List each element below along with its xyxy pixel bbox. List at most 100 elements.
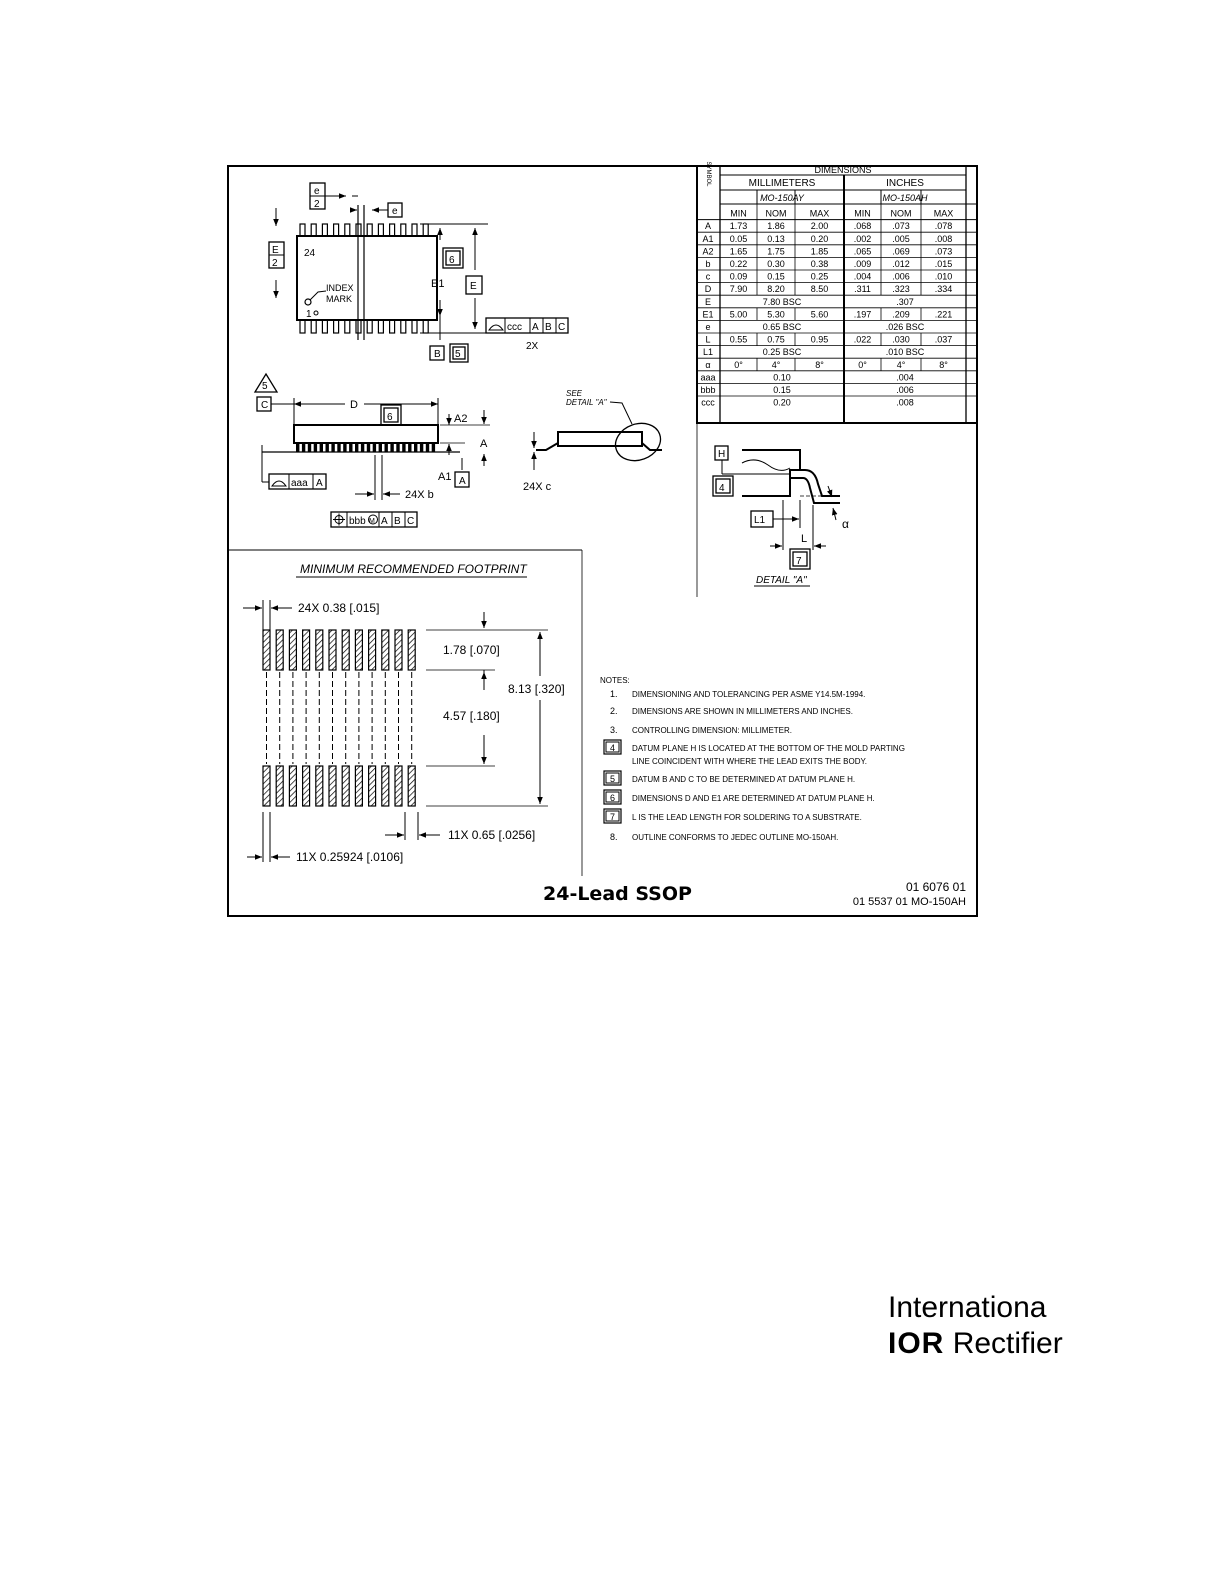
- tol-bbb-M: M: [369, 518, 375, 525]
- table-symbol: E1: [702, 309, 713, 319]
- table-cell-mm: 1.75: [767, 246, 785, 256]
- note-text: L IS THE LEAD LENGTH FOR SOLDERING TO A …: [632, 813, 862, 822]
- table-cell-mm: 4°: [772, 360, 781, 370]
- tol-ccc-A: A: [532, 322, 539, 333]
- table-subheader: MAX: [934, 209, 954, 219]
- table-cell-mm: 0.38: [811, 259, 829, 269]
- table-cell-mm: 0.75: [767, 335, 785, 345]
- table-cell-in: .221: [935, 309, 953, 319]
- A1-label: A1: [438, 471, 451, 483]
- e-box-label: e: [392, 206, 398, 217]
- table-cell-in-span: .307: [896, 297, 914, 307]
- table-cell-mm: 0°: [734, 360, 743, 370]
- table-cell-mm: 2.00: [811, 221, 829, 231]
- see-detail-label: SEE: [566, 389, 583, 398]
- table-subheader: NOM: [891, 209, 912, 219]
- logo-line2: IOR Rectifier: [888, 1326, 1068, 1362]
- table-symbol: bbb: [700, 385, 715, 395]
- index-mark-label-2: MARK: [326, 294, 352, 304]
- footprint-heading: MINIMUM RECOMMENDED FOOTPRINT: [300, 562, 528, 576]
- side-lead: [331, 443, 335, 452]
- table-cell-mm: 0.13: [767, 234, 785, 244]
- table-symbol: α: [705, 360, 710, 370]
- side-lead: [372, 443, 377, 452]
- table-cell-mm: 8°: [815, 360, 824, 370]
- E-box-label: E: [470, 281, 477, 292]
- footprint-pad-bottom: [381, 765, 390, 807]
- table-cell-in: .073: [935, 246, 953, 256]
- footprint-pad-top: [275, 629, 284, 671]
- top-lead: [377, 223, 384, 237]
- note-number: 3.: [610, 725, 618, 735]
- table-cell-in-span: .008: [896, 398, 914, 408]
- total-length-label: 8.13 [.320]: [508, 682, 565, 696]
- side-lead: [313, 443, 318, 452]
- tol-bbb-A: A: [381, 516, 388, 527]
- table-cell-mm: 7.90: [730, 284, 748, 294]
- table-cell-mm-span: 7.80 BSC: [763, 297, 802, 307]
- footprint-pad-bottom: [394, 765, 403, 807]
- A-label: A: [480, 438, 488, 450]
- bottom-lead: [377, 319, 384, 334]
- footprint-pad-top: [315, 629, 324, 671]
- alpha-label: α: [842, 517, 849, 531]
- table-symbol: e: [705, 322, 710, 332]
- E1-label: E1: [431, 278, 444, 290]
- table-cell-in: .334: [935, 284, 953, 294]
- bottom-lead: [411, 319, 418, 334]
- note-text: CONTROLLING DIMENSION: MILLIMETER.: [632, 726, 792, 735]
- table-symbol: E: [705, 297, 711, 307]
- in-standard: MO-150AH: [882, 193, 928, 203]
- detail-a: H 4 L1 L α 7 DETAIL "A": [712, 445, 849, 587]
- footprint-pad-top: [288, 629, 297, 671]
- tol-bbb-B: B: [394, 516, 401, 527]
- end-view: SEE DETAIL "A" 24X c: [523, 389, 662, 493]
- table-cell-mm: 0.20: [811, 234, 829, 244]
- footprint-pad-bottom: [262, 765, 271, 807]
- table-cell-in: .010: [935, 272, 953, 282]
- package-body-side: [293, 424, 439, 444]
- detail-a-caption: DETAIL "A": [756, 575, 807, 586]
- note-box: [603, 770, 622, 786]
- footprint-pad-bottom: [341, 765, 350, 807]
- footprint-pads: [262, 629, 416, 807]
- table-subheader: MAX: [810, 209, 830, 219]
- table-cell-mm: 0.25: [811, 272, 829, 282]
- D-label: D: [350, 399, 358, 411]
- top-view: 24 1 INDEX MARK e 2 e E 2 E1 6: [268, 182, 569, 363]
- footprint-pad-bottom: [275, 765, 284, 807]
- pad-width-label: 24X 0.38 [.015]: [298, 601, 379, 615]
- side-lead: [419, 443, 424, 452]
- bottom-lead: [400, 319, 407, 334]
- pad-gap-label: 4.57 [.180]: [443, 709, 500, 723]
- footprint-pad-bottom: [302, 765, 311, 807]
- side-lead: [325, 443, 329, 452]
- table-symbol: A2: [702, 246, 713, 256]
- tolerance-frame-ccc: [485, 317, 569, 334]
- side-lead: [431, 443, 436, 452]
- side-lead: [390, 443, 394, 452]
- side-lead: [355, 443, 359, 452]
- table-cell-in: .002: [854, 234, 872, 244]
- table-cell-in: .004: [854, 272, 872, 282]
- note-text: DIMENSIONING AND TOLERANCING PER ASME Y1…: [632, 690, 865, 699]
- company-logo: Internationa IOR Rectifier: [888, 1290, 1068, 1362]
- side-view: 5 C D 6 A2 A A1 A aaa A: [253, 372, 490, 528]
- table-cell-mm: 0.09: [730, 272, 748, 282]
- table-cell-mm: 5.00: [730, 309, 748, 319]
- table-cell-mm: 0.55: [730, 335, 748, 345]
- note7-box: 7: [796, 556, 802, 567]
- bottom-lead: [321, 319, 328, 334]
- table-cell-in: .030: [892, 335, 910, 345]
- top-lead: [411, 223, 418, 237]
- pin24-label: 24: [304, 248, 316, 259]
- table-cell-mm: 0.05: [730, 234, 748, 244]
- table-symbol: L1: [703, 347, 713, 357]
- table-cell-mm: 8.20: [767, 284, 785, 294]
- note-box: [603, 789, 622, 805]
- note-text: DIMENSIONS ARE SHOWN IN MILLIMETERS AND …: [632, 707, 853, 716]
- bottom-lead: [366, 319, 373, 334]
- E-over-2-den: 2: [272, 258, 278, 269]
